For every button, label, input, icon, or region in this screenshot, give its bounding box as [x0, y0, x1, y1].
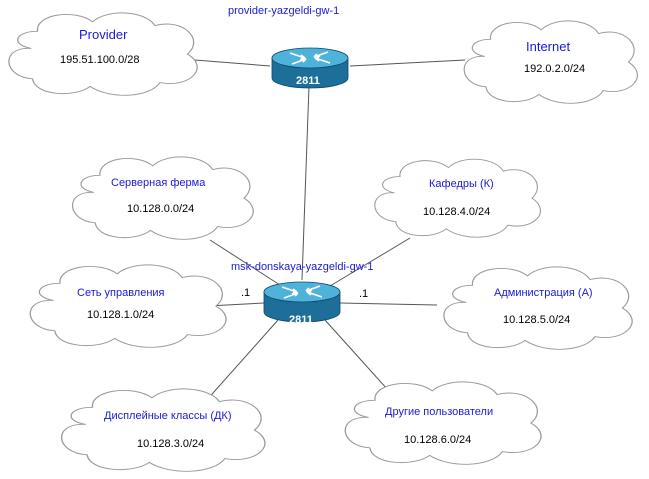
cloud-icon: [29, 264, 227, 348]
cloud-name: Кафедры (К): [429, 178, 494, 190]
cloud-other-users: Другие пользователи 10.128.6.0/24: [344, 381, 542, 465]
cloud-name: Администрация (А): [494, 287, 593, 299]
cloud-subnet: 10.128.6.0/24: [404, 434, 471, 446]
router-center-hostname: msk-donskaya-yazgeldi-gw-1: [231, 261, 373, 273]
link-serverfarm-center: [209, 239, 281, 286]
cloud-subnet: 195.51.100.0/28: [60, 54, 140, 66]
cloud-icon: [443, 266, 633, 350]
cloud-subnet: 10.128.4.0/24: [423, 206, 490, 218]
cloud-server-farm: Серверная ферма 10.128.0.0/24: [71, 156, 254, 240]
iface-label-right: .1: [359, 288, 368, 300]
cloud-display-classes: Дисплейные классы (ДК) 10.128.3.0/24: [60, 388, 266, 472]
cloud-subnet: 10.128.5.0/24: [503, 314, 570, 326]
cloud-name: Сеть управления: [77, 287, 165, 299]
link-departments-center: [329, 237, 411, 287]
cloud-icon: [60, 388, 266, 472]
link-internet-top: [349, 59, 466, 67]
link-top-center: [301, 85, 310, 281]
link-displayclasses-center: [204, 319, 279, 403]
cloud-name: Дисплейные классы (ДК): [104, 410, 232, 422]
router-model: 2811: [296, 75, 320, 87]
cloud-name: Internet: [526, 39, 570, 54]
cloud-internet: Internet 192.0.2.0/24: [463, 20, 638, 104]
router-center[interactable]: 2811: [263, 281, 341, 326]
cloud-name: Другие пользователи: [385, 406, 493, 418]
link-administration-center: [339, 302, 438, 306]
router-top-hostname: provider-yazgeldi-gw-1: [228, 5, 339, 17]
cloud-subnet: 10.128.1.0/24: [87, 309, 154, 321]
cloud-subnet: 10.128.0.0/24: [127, 203, 194, 215]
router-model: 2811: [289, 314, 313, 326]
cloud-subnet: 192.0.2.0/24: [524, 63, 585, 75]
cloud-icon: [374, 158, 542, 238]
link-provider-top: [181, 58, 271, 67]
cloud-provider: Provider 195.51.100.0/28: [8, 12, 198, 96]
cloud-name: Серверная ферма: [111, 177, 206, 189]
cloud-name: Provider: [79, 27, 128, 42]
router-top[interactable]: 2811: [271, 47, 349, 89]
iface-label-left: .1: [241, 287, 250, 299]
cloud-administration: Администрация (А) 10.128.5.0/24: [443, 266, 633, 350]
cloud-subnet: 10.128.3.0/24: [137, 438, 204, 450]
cloud-management: Сеть управления 10.128.1.0/24: [29, 264, 227, 348]
cloud-icon: [344, 381, 542, 465]
link-otherusers-center: [324, 319, 389, 391]
cloud-departments: Кафедры (К) 10.128.4.0/24: [374, 158, 542, 238]
cloud-icon: [71, 156, 254, 240]
